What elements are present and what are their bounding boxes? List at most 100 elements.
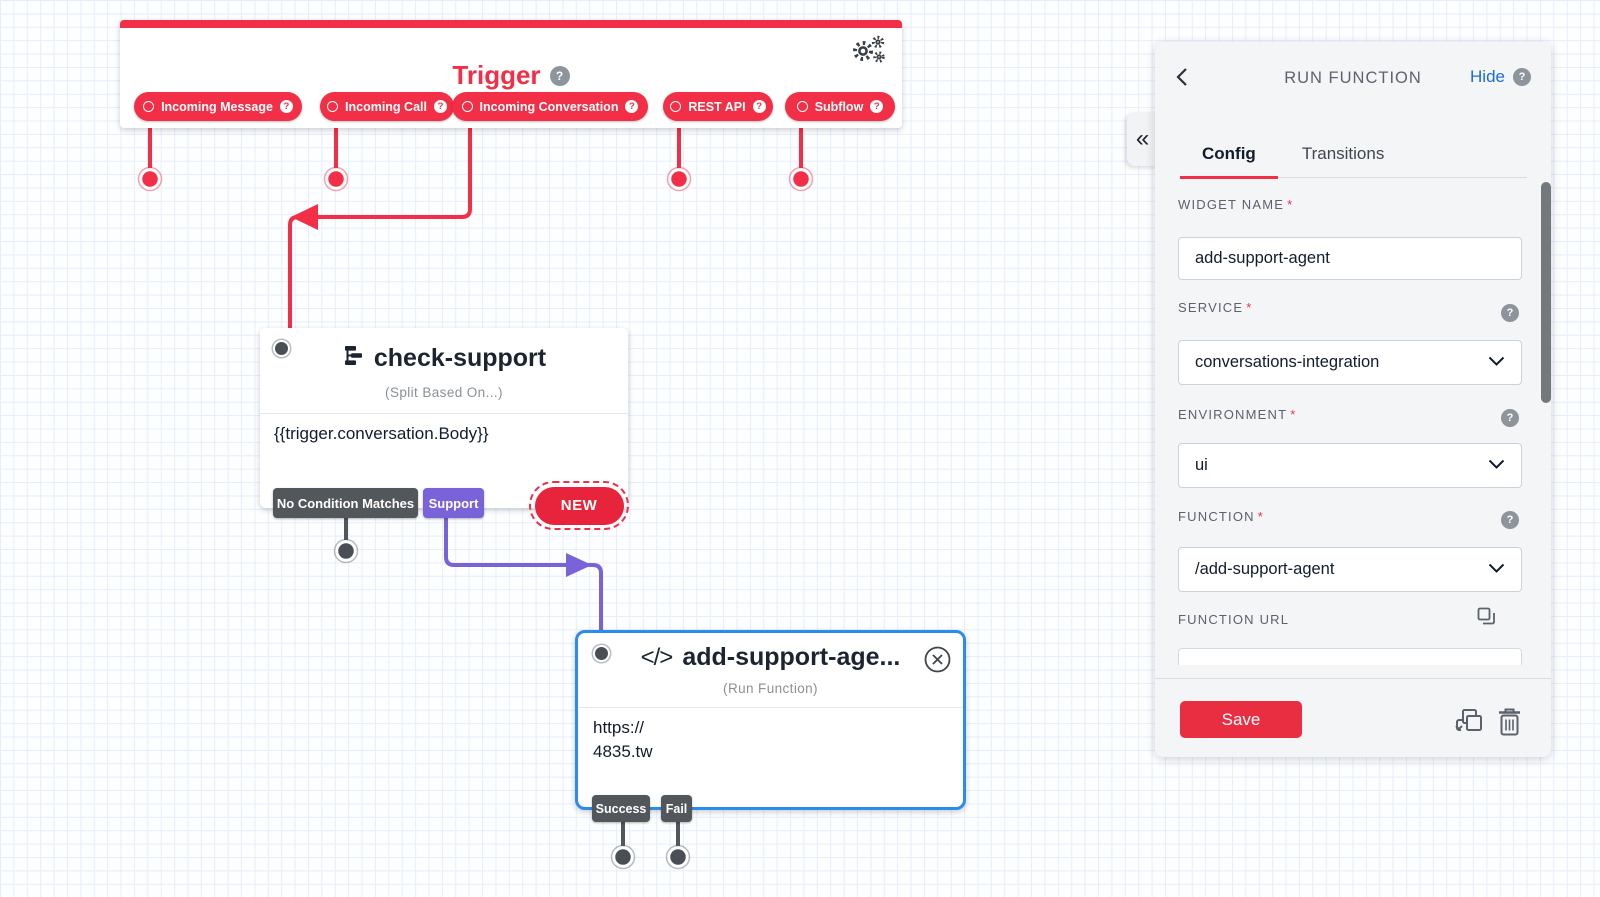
- trigger-endpoint-dots: [137, 166, 814, 192]
- widget-title-row: check-support: [260, 344, 628, 373]
- help-icon[interactable]: ?: [1513, 68, 1531, 86]
- environment-select[interactable]: ui: [1178, 443, 1522, 488]
- help-icon[interactable]: ?: [549, 65, 570, 86]
- trigger-pill-incoming-call[interactable]: Incoming Call ?: [320, 92, 454, 121]
- pill-label: Incoming Conversation: [479, 99, 619, 114]
- panel-scrollbar[interactable]: [1541, 182, 1551, 403]
- transition-no-condition-matches[interactable]: No Condition Matches: [273, 488, 418, 518]
- required-asterisk: *: [1287, 197, 1294, 212]
- help-icon[interactable]: ?: [433, 100, 447, 113]
- new-transition-button[interactable]: NEW: [529, 481, 629, 530]
- url-line: https://: [593, 718, 645, 737]
- function-widget-add-support-agent[interactable]: </> add-support-age... (Run Function) ht…: [575, 630, 966, 810]
- trigger-pill-rest-api[interactable]: REST API ?: [663, 92, 773, 121]
- chevron-down-icon: [1488, 456, 1505, 475]
- pill-label: Incoming Call: [345, 99, 427, 114]
- connector-dot[interactable]: [790, 168, 812, 190]
- code-icon: </>: [640, 643, 674, 671]
- help-icon[interactable]: ?: [1501, 511, 1519, 529]
- chevron-left-icon[interactable]: [1175, 67, 1188, 92]
- function-url-input-clipped[interactable]: [1178, 648, 1522, 665]
- select-value: conversations-integration: [1195, 353, 1380, 371]
- help-icon[interactable]: ?: [1501, 304, 1519, 322]
- connector-line: [444, 518, 603, 632]
- close-icon[interactable]: [924, 646, 951, 678]
- widget-title-row: </> add-support-age...: [578, 643, 963, 672]
- hide-link[interactable]: Hide: [1470, 67, 1505, 86]
- trigger-pill-subflow[interactable]: Subflow ?: [785, 92, 895, 121]
- service-select[interactable]: conversations-integration: [1178, 340, 1522, 385]
- service-label: SERVICE*: [1178, 300, 1253, 315]
- transition-support[interactable]: Support: [423, 488, 484, 518]
- connector-dot-ring: [137, 166, 163, 192]
- function-url-label: FUNCTION URL: [1178, 612, 1290, 627]
- function-url-preview: https:// 4835.tw: [593, 716, 657, 766]
- save-button[interactable]: Save: [1180, 701, 1302, 738]
- function-label: FUNCTION*: [1178, 509, 1264, 524]
- circle-indicator-icon: [670, 101, 682, 112]
- split-condition-expression: {{trigger.conversation.Body}}: [274, 424, 489, 443]
- circle-indicator-icon: [327, 101, 339, 112]
- select-value: /add-support-agent: [1195, 560, 1335, 578]
- new-transition-label: NEW: [534, 486, 624, 525]
- arrowhead-icon: [566, 553, 592, 577]
- config-panel: RUN FUNCTION Hide ? Config Transitions W…: [1155, 42, 1551, 757]
- trigger-pill-incoming-conversation[interactable]: Incoming Conversation ?: [452, 92, 648, 121]
- widget-type-label: (Split Based On...): [385, 385, 503, 400]
- trigger-title: Trigger: [452, 60, 541, 90]
- widget-input-dot[interactable]: [593, 645, 610, 662]
- circle-indicator-icon: [796, 101, 808, 112]
- trigger-pill-incoming-message[interactable]: Incoming Message ?: [134, 92, 302, 121]
- transition-fail[interactable]: Fail: [661, 795, 692, 822]
- help-icon[interactable]: ?: [1501, 409, 1519, 427]
- trigger-widget[interactable]: Trigger ? Incoming Message ? Incoming Ca…: [120, 20, 902, 128]
- select-value: ui: [1195, 456, 1208, 474]
- connector-dot-ring: [666, 166, 692, 192]
- widget-name-label: WIDGET NAME*: [1178, 197, 1293, 212]
- connector-dot-ring: [610, 844, 636, 870]
- connector-dot[interactable]: [335, 540, 357, 562]
- widget-input-dot[interactable]: [273, 340, 290, 357]
- help-icon[interactable]: ?: [870, 100, 884, 113]
- function-select[interactable]: /add-support-agent: [1178, 547, 1522, 592]
- duplicate-icon[interactable]: [1453, 707, 1485, 740]
- tab-config[interactable]: Config: [1180, 134, 1278, 179]
- required-asterisk: *: [1257, 509, 1265, 524]
- widget-name-input[interactable]: [1178, 237, 1522, 280]
- connector-dot[interactable]: [612, 846, 634, 868]
- connector-dot[interactable]: [139, 168, 161, 190]
- help-icon[interactable]: ?: [752, 100, 766, 113]
- field-label-text: ENVIRONMENT: [1178, 407, 1288, 422]
- circle-indicator-icon: [143, 101, 155, 112]
- arrowhead-icon: [291, 204, 318, 230]
- pill-label: Subflow: [814, 99, 864, 114]
- copy-icon[interactable]: [1477, 607, 1496, 631]
- hide-panel-row: Hide ?: [1470, 67, 1531, 87]
- field-label-text: SERVICE: [1178, 300, 1244, 315]
- connector-dot-ring: [323, 166, 349, 192]
- settings-gears-icon[interactable]: [850, 34, 888, 71]
- divider: [260, 413, 628, 414]
- split-widget-check-support[interactable]: check-support (Split Based On...) {{trig…: [260, 328, 628, 508]
- panel-title: RUN FUNCTION: [1284, 69, 1422, 87]
- connector-dot[interactable]: [667, 846, 689, 868]
- connector-dot[interactable]: [325, 168, 347, 190]
- divider: [578, 707, 963, 708]
- required-asterisk: *: [1246, 300, 1253, 315]
- help-icon[interactable]: ?: [625, 100, 639, 113]
- help-icon[interactable]: ?: [279, 100, 293, 113]
- collapse-panel-icon[interactable]: «: [1127, 112, 1158, 166]
- connector-line: [288, 121, 472, 332]
- widget-type-label: (Run Function): [723, 681, 818, 696]
- connector-dot-ring: [788, 166, 814, 192]
- widget-name: add-support-age...: [682, 643, 901, 671]
- transition-success[interactable]: Success: [592, 795, 650, 822]
- trash-icon[interactable]: [1496, 707, 1523, 740]
- tab-transitions[interactable]: Transitions: [1301, 144, 1385, 163]
- connector-dot[interactable]: [668, 168, 690, 190]
- url-line: 4835.tw: [593, 742, 653, 761]
- split-icon: [342, 344, 364, 373]
- circle-indicator-icon: [461, 101, 473, 112]
- connector-dot-ring: [333, 538, 359, 564]
- field-label-text: WIDGET NAME: [1178, 197, 1285, 212]
